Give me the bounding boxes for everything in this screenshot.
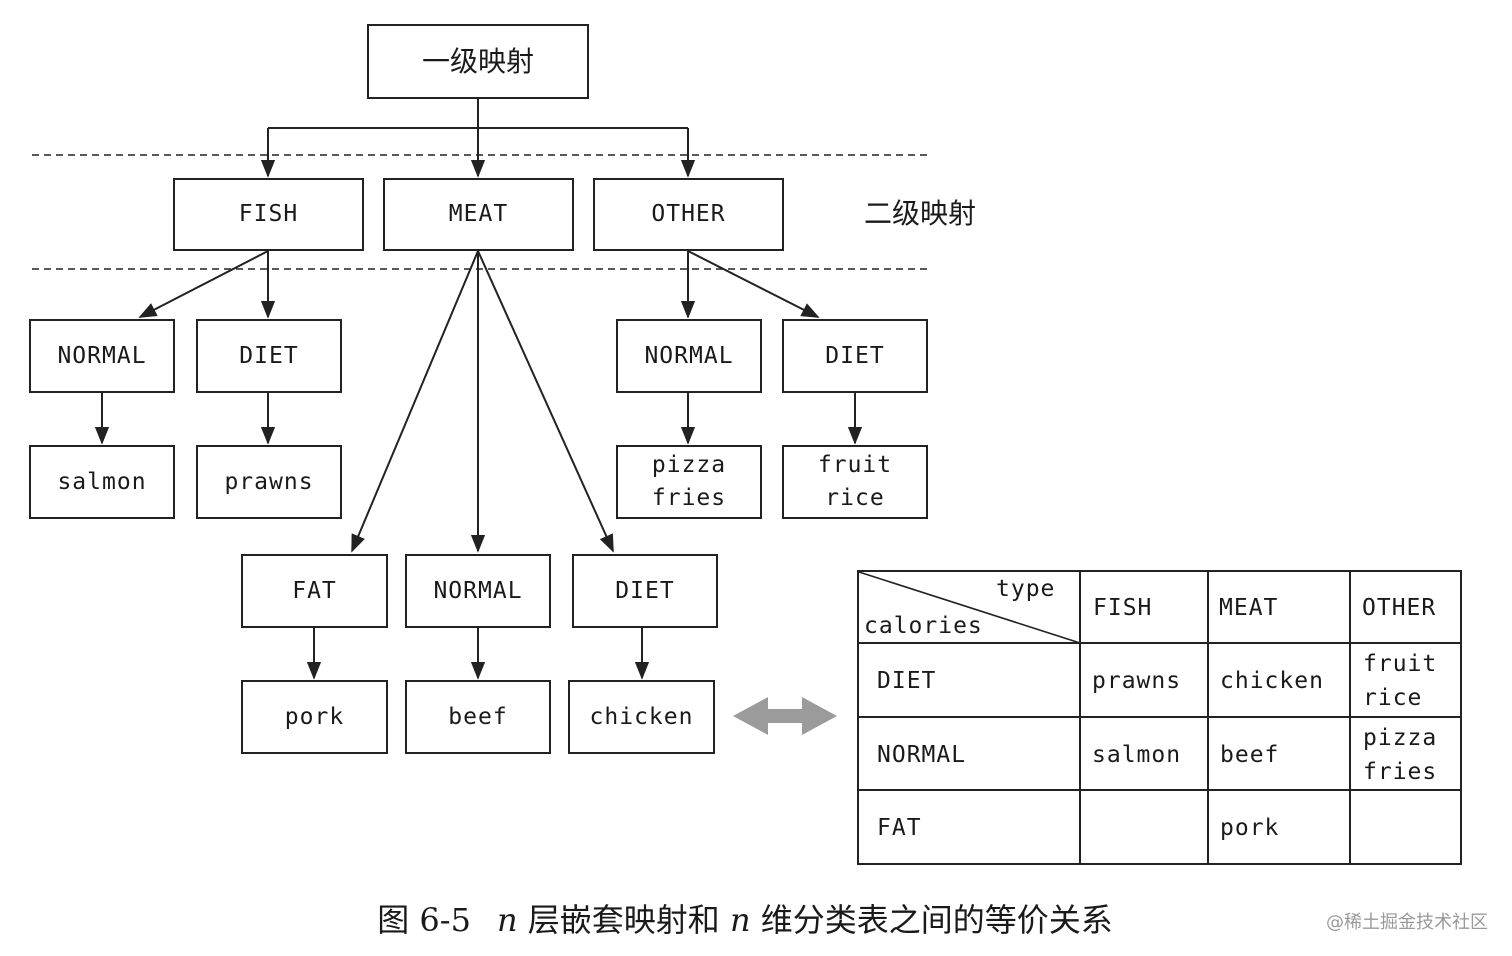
caption-variable: n [729,901,751,939]
table-corner-diagonal [858,571,1081,644]
node-fish-diet: DIET [196,319,342,393]
node-meat-normal: NORMAL [405,554,551,628]
edge-meat-diet [477,250,614,553]
leaf-prawns: prawns [196,445,342,519]
node-meat-diet: DIET [572,554,718,628]
equivalence-double-arrow-icon [733,697,837,735]
node-meat: MEAT [383,178,574,251]
table-cell: prawns [1092,668,1182,694]
leaf-chicken: chicken [568,680,715,754]
node-other-normal: NORMAL [616,319,762,393]
table-cell: pork [1220,815,1280,841]
table-cell: pizza fries [1363,724,1438,785]
table-cell: salmon [1092,741,1182,768]
node-fish-normal: NORMAL [29,319,175,393]
node-other-diet: DIET [782,319,928,393]
caption-variable: n [496,901,518,939]
node-fish: FISH [173,178,364,251]
table-row-label-normal: NORMAL [877,741,967,768]
edge-meat-fat [351,250,479,553]
figure-caption: 图 6-5 n 层嵌套映射和 n 维分类表之间的等价关系 [0,895,1490,941]
table-row-label-fat: FAT [877,815,922,841]
table-cell: fruit rice [1363,651,1438,711]
classification-table [857,570,1462,865]
caption-text: 维分类表之间的等价关系 [750,901,1113,939]
table-row-label-diet: DIET [877,668,937,694]
root-node: 一级映射 [367,24,589,99]
table-cell: chicken [1220,668,1324,694]
leaf-salmon: salmon [29,445,175,519]
table-col-header-meat: MEAT [1219,595,1279,621]
edge-other-diet [687,250,820,318]
edge-fish-normal [138,250,269,318]
caption-text: 层嵌套映射和 [517,901,730,939]
second-level-label: 二级映射 [864,197,977,230]
table-corner-top-label: type [996,576,1056,602]
figure-number: 图 6-5 [377,901,471,939]
table-corner-bottom-label: calories [864,613,983,639]
table-col-header-fish: FISH [1093,595,1153,621]
table-col-header-other: OTHER [1362,595,1437,621]
node-other: OTHER [593,178,784,251]
leaf-pork: pork [241,680,388,754]
watermark: @稀土掘金技术社区 [1326,912,1488,933]
leaf-beef: beef [405,680,551,754]
node-meat-fat: FAT [241,554,388,628]
leaf-pizza-fries: pizza fries [616,445,762,519]
leaf-fruit-rice: fruit rice [782,445,928,519]
table-cell: beef [1220,741,1280,768]
